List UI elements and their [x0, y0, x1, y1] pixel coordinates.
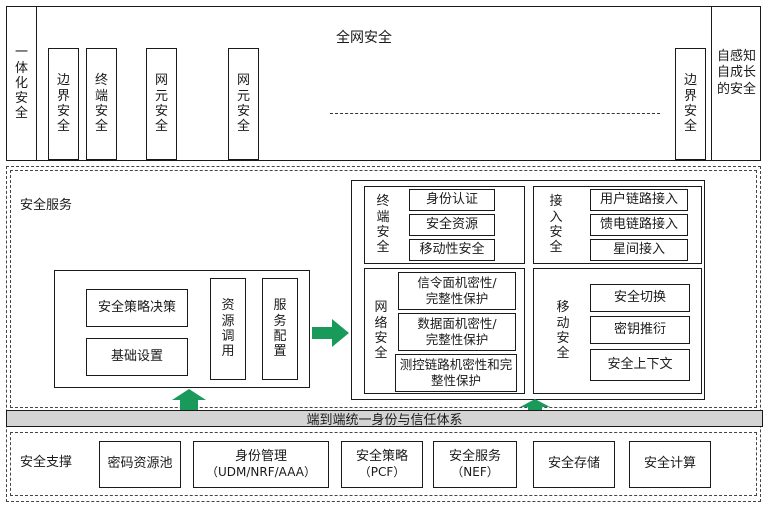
top-title: 全网安全	[336, 30, 392, 46]
top-dashed-line	[330, 113, 660, 114]
top-col-ne-1: 网元安全	[146, 48, 177, 160]
up-arrow-icon-right	[520, 399, 550, 411]
network-label: 网络安全	[374, 300, 388, 362]
support-identity-mgmt: 身份管理 （UDM/NRF/AAA）	[193, 441, 329, 488]
right-arrow-icon	[312, 319, 349, 347]
network-item-tt-link: 测控链路机密性和完整性保护	[395, 354, 517, 392]
identity-trust-label: 端到端统一身份与信任体系	[306, 413, 463, 428]
support-inner	[10, 432, 757, 496]
support-title: 安全支撑	[20, 455, 73, 470]
support-service: 安全服务 （NEF）	[433, 441, 517, 488]
top-col-terminal: 终端安全	[86, 48, 117, 160]
support-crypto-pool: 密码资源池	[99, 441, 181, 488]
support-storage: 安全存储	[533, 441, 615, 488]
support-policy: 安全策略 （PCF）	[341, 441, 423, 488]
access-item-inter-satellite: 星间接入	[590, 239, 688, 261]
infra-setup: 基础设置	[86, 338, 188, 376]
mobile-item-key-derivation: 密钥推衍	[590, 316, 690, 344]
top-right-divider	[711, 6, 712, 161]
services-outer	[6, 166, 761, 502]
top-col-boundary-left: 边界安全	[48, 48, 79, 160]
top-col-boundary-right: 边界安全	[675, 48, 706, 160]
resource-call: 资源调用	[210, 278, 246, 380]
support-compute: 安全计算	[629, 441, 711, 488]
services-inner	[10, 170, 757, 408]
service-config: 服务配置	[262, 278, 298, 380]
network-item-signaling: 信令面机密性/完整性保护	[398, 272, 516, 310]
terminal-label: 终端安全	[376, 194, 390, 256]
terminal-item-mobility: 移动性安全	[409, 239, 495, 261]
top-col-ne-2: 网元安全	[228, 48, 259, 160]
mobile-item-context: 安全上下文	[590, 349, 690, 381]
top-section	[6, 6, 761, 161]
mobile-item-handover: 安全切换	[590, 284, 690, 312]
terminal-item-auth: 身份认证	[409, 189, 495, 211]
top-left-divider	[36, 6, 37, 161]
access-item-feeder-link: 馈电链路接入	[590, 214, 688, 236]
up-arrow-icon-left	[172, 389, 206, 411]
mobile-label: 移动安全	[556, 300, 570, 362]
policy-decision: 安全策略决策	[86, 289, 188, 327]
top-col-integrated: 一体化安全	[14, 45, 28, 122]
access-item-user-link: 用户链路接入	[590, 189, 688, 211]
network-item-dataplane: 数据面机密性/完整性保护	[398, 313, 516, 351]
services-title: 安全服务	[20, 198, 73, 213]
identity-trust-bar: 端到端统一身份与信任体系	[6, 410, 763, 428]
top-col-self-aware: 自感知自成长的安全	[716, 49, 756, 97]
access-label: 接入安全	[549, 194, 563, 256]
terminal-item-resource: 安全资源	[409, 214, 495, 236]
